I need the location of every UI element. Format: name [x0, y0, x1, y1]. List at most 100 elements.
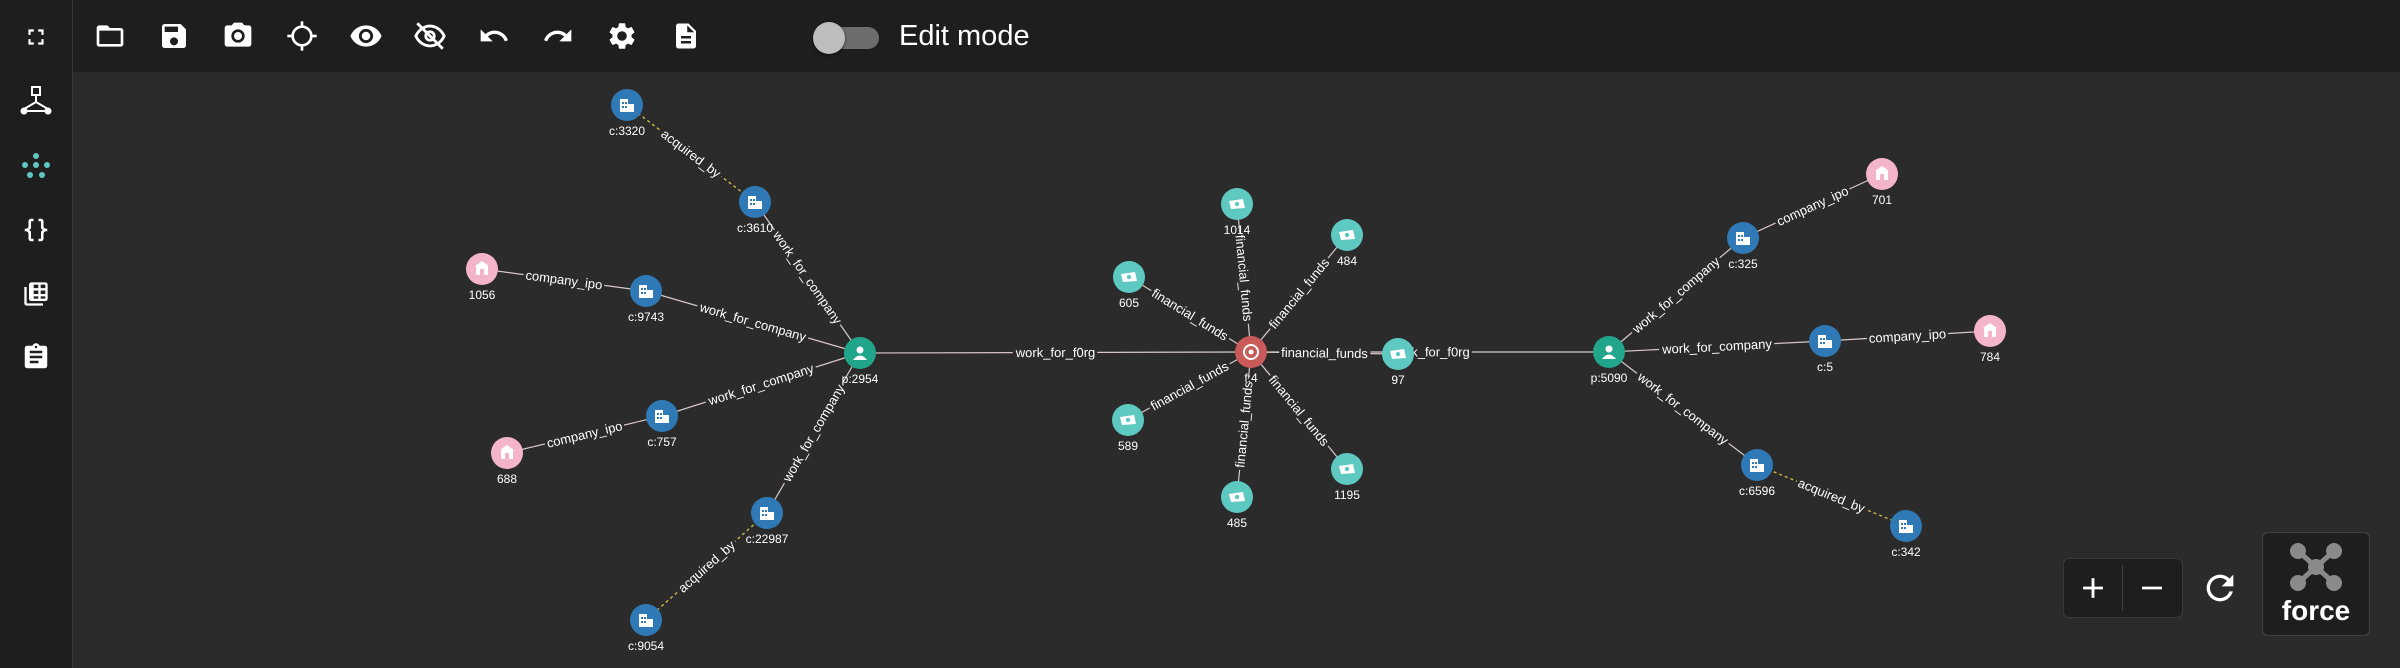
settings-gear-icon[interactable] — [602, 16, 642, 56]
json-braces-icon[interactable] — [16, 210, 56, 250]
building-icon — [655, 410, 669, 423]
eye-off-icon[interactable] — [410, 16, 450, 56]
clipboard-icon[interactable] — [16, 337, 56, 377]
edge-label: acquired_by — [656, 124, 727, 184]
graph-node-ipo[interactable]: 688 — [491, 437, 523, 486]
eye-icon[interactable] — [346, 16, 386, 56]
edge-label-background — [1263, 370, 1335, 452]
crosshair-icon[interactable] — [282, 16, 322, 56]
zoom-in-icon[interactable] — [2064, 559, 2122, 617]
edge-label: financial_funds — [1263, 370, 1335, 452]
node-label: 784 — [1980, 350, 2000, 364]
table-view-icon[interactable] — [16, 274, 56, 314]
node-label: 701 — [1872, 193, 1892, 207]
graph-node-company[interactable]: c:342 — [1890, 510, 1922, 559]
graph-node-company[interactable]: c:325 — [1727, 222, 1759, 271]
edge-label-text: financial_funds — [1149, 285, 1231, 343]
bank-icon — [1875, 166, 1889, 180]
graph-node-company[interactable]: c:3610 — [737, 186, 773, 235]
edge-label-background — [767, 225, 848, 330]
edge-label-text: work_for_company — [705, 361, 816, 409]
money-icon — [1339, 464, 1355, 474]
edge-label: acquired_by — [672, 535, 741, 598]
node-label: 484 — [1337, 254, 1357, 268]
node-label: c:9743 — [628, 310, 664, 324]
edge-label-text: work_for_company — [697, 299, 808, 344]
node-label: c:22987 — [746, 532, 789, 546]
edge-label-text: work_for_company — [769, 227, 845, 327]
graph-node-company[interactable]: c:3320 — [609, 89, 645, 138]
open-folder-icon[interactable] — [90, 16, 130, 56]
edge-label-background — [777, 379, 850, 488]
node-label: c:757 — [647, 435, 677, 449]
graph-node-company[interactable]: c:22987 — [746, 497, 789, 546]
graph-node-ipo[interactable]: 1056 — [466, 253, 498, 302]
graph-node-fund[interactable]: 485 — [1221, 481, 1253, 530]
edge-label-background — [542, 416, 627, 453]
edge-label-text: company_ipo — [1774, 183, 1851, 229]
edit-mode-label: Edit mode — [899, 20, 1030, 52]
undo-icon[interactable] — [474, 16, 514, 56]
edge-label-text: acquired_by — [658, 126, 724, 181]
graph-node-ipo[interactable]: 701 — [1866, 158, 1898, 207]
graph-node-company[interactable]: c:6596 — [1739, 449, 1775, 498]
bank-icon — [500, 445, 514, 459]
layout-force-button[interactable]: force — [2262, 532, 2370, 636]
graph-node-company[interactable]: c:9054 — [628, 604, 664, 653]
graph-node-fund[interactable]: 589 — [1112, 404, 1144, 453]
node-label: c:6596 — [1739, 484, 1775, 498]
node-label: f:4 — [1244, 371, 1258, 385]
edge-label-background — [1631, 366, 1734, 451]
edge-label-text: company_ipo — [525, 267, 604, 292]
fullscreen-icon[interactable] — [16, 17, 56, 57]
camera-icon[interactable] — [218, 16, 258, 56]
graph-node-ipo[interactable]: 784 — [1974, 315, 2006, 364]
network-view-icon[interactable] — [16, 145, 56, 185]
graph-node-fund[interactable]: 484 — [1331, 219, 1363, 268]
edge-label: company_ipo — [1866, 325, 1949, 347]
edge-label-background — [1146, 283, 1234, 346]
node-label: c:9054 — [628, 639, 664, 653]
edit-mode-toggle[interactable] — [813, 20, 883, 54]
graph-node-company[interactable]: c:757 — [646, 400, 678, 449]
graph-node-person[interactable]: p:5090 — [1591, 336, 1628, 385]
graph-node-fund[interactable]: 1014 — [1221, 188, 1253, 237]
node-label: 1195 — [1334, 488, 1360, 502]
edge-label-background — [1658, 335, 1775, 358]
edge-label-text: company_ipo — [545, 418, 624, 451]
edge-label-background — [656, 124, 727, 184]
save-icon[interactable] — [154, 16, 194, 56]
edge-label-background — [1012, 343, 1098, 362]
graph-node-fund[interactable]: 1195 — [1331, 453, 1363, 502]
edge-label-background — [1145, 356, 1234, 416]
node-label: 1014 — [1224, 223, 1251, 237]
building-icon — [639, 285, 653, 298]
graph-node-company[interactable]: c:9743 — [628, 275, 664, 324]
edge-label: financial_funds — [1279, 343, 1371, 363]
node-label: p:5090 — [1591, 371, 1628, 385]
document-icon[interactable] — [666, 16, 706, 56]
zoom-out-icon[interactable] — [2123, 559, 2181, 617]
graph-canvas[interactable]: acquired_bywork_for_companycompany_ipowo… — [73, 73, 2400, 668]
edge-label-text: work_for_company — [1634, 369, 1732, 448]
redo-icon[interactable] — [538, 16, 578, 56]
building-icon — [639, 614, 653, 627]
layout-label: force — [2281, 595, 2351, 626]
edge-label-text: work_for_company — [1629, 253, 1724, 337]
graph-node-person[interactable]: p:2954 — [842, 337, 879, 386]
building-icon — [1736, 232, 1750, 245]
edge-label: work_for_company — [767, 225, 848, 330]
node-label: 589 — [1118, 439, 1138, 453]
graph-node-company[interactable]: c:5 — [1809, 325, 1841, 374]
graph-node-fund[interactable]: 605 — [1113, 261, 1145, 310]
reset-view-icon[interactable] — [2196, 564, 2244, 612]
graph-node-fund[interactable]: 97 — [1382, 338, 1414, 387]
force-layout-icon — [2290, 543, 2342, 591]
node-label: c:3610 — [737, 221, 773, 235]
edge-label: work_for_company — [703, 358, 819, 411]
money-icon — [1229, 492, 1245, 502]
node-label: 97 — [1391, 373, 1405, 387]
zoom-divider — [2122, 565, 2123, 611]
graph-node-financial-org[interactable]: f:4 — [1235, 336, 1267, 385]
graph-view-icon[interactable] — [16, 82, 56, 122]
